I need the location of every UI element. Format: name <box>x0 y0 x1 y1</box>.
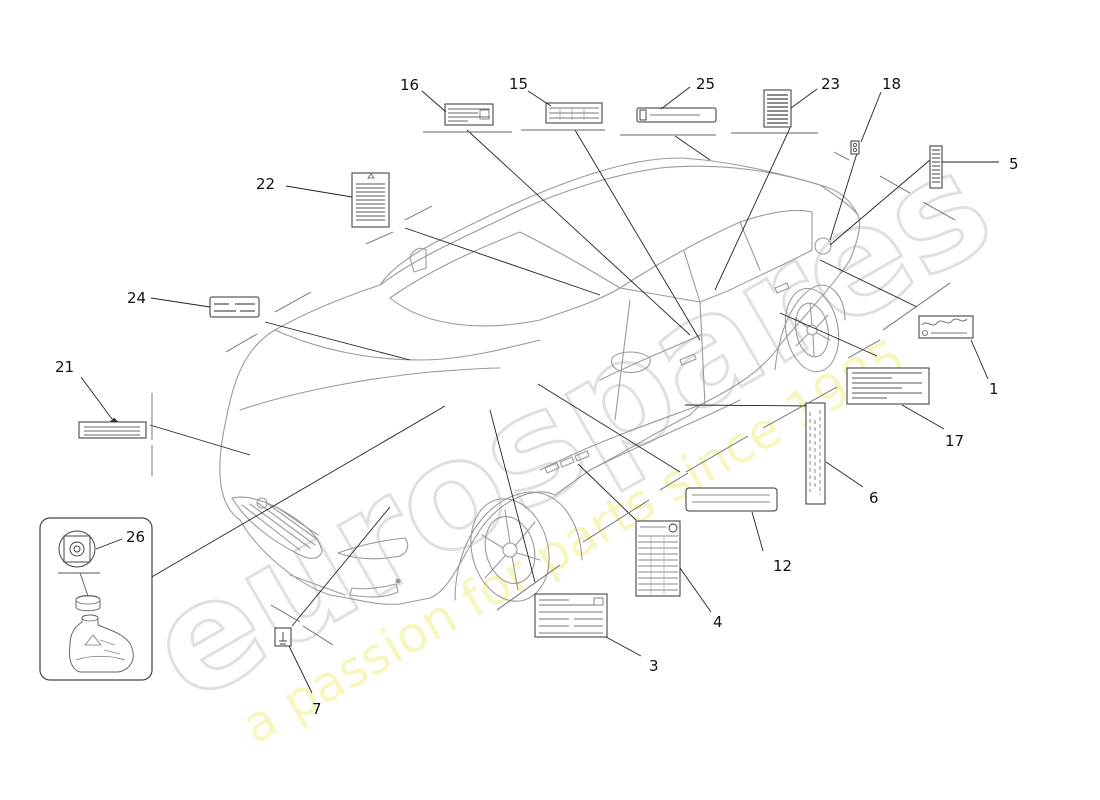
callout-pointers <box>80 86 999 694</box>
label-12-icon <box>685 487 778 512</box>
callout-24: 24 <box>127 289 146 307</box>
label-18-icon <box>850 140 860 155</box>
callout-18: 18 <box>882 75 901 93</box>
callout-6: 6 <box>869 489 879 507</box>
callout-26: 26 <box>126 528 145 546</box>
label-5-icon <box>929 145 943 189</box>
callout-21: 21 <box>55 358 74 376</box>
label-21-icon <box>78 417 147 439</box>
callout-7: 7 <box>312 700 322 718</box>
callout-12: 12 <box>773 557 792 575</box>
callout-23: 23 <box>821 75 840 93</box>
callout-5: 5 <box>1009 155 1019 173</box>
label-3-icon <box>534 593 608 638</box>
label-1-icon <box>918 315 974 339</box>
callout-numbers: 16 15 25 23 18 5 22 24 21 26 1 17 6 12 4… <box>55 75 1019 718</box>
callout-4: 4 <box>713 613 723 631</box>
label-23-icon <box>763 89 792 128</box>
callout-25: 25 <box>696 75 715 93</box>
callout-17: 17 <box>945 432 964 450</box>
callout-22: 22 <box>256 175 275 193</box>
watermark: eurospares a passion for parts since 198… <box>120 117 1019 755</box>
callout-15: 15 <box>509 75 528 93</box>
label-22-icon <box>351 172 390 228</box>
label-25-icon <box>636 107 717 123</box>
callout-3: 3 <box>649 657 659 675</box>
label-6-icon <box>805 402 826 505</box>
callout-1: 1 <box>989 380 999 398</box>
label-17-icon <box>846 367 930 405</box>
orientation-dashes <box>151 129 956 646</box>
watermark-brand: eurospares <box>122 118 1018 735</box>
leader-lines <box>149 127 931 627</box>
label-24-icon <box>209 296 260 318</box>
label-7-icon <box>274 627 292 647</box>
callout-16: 16 <box>400 76 419 94</box>
label-16-icon <box>444 103 494 126</box>
inset-panel <box>39 517 153 681</box>
label-4-icon <box>635 520 681 597</box>
label-15-icon <box>545 102 603 124</box>
